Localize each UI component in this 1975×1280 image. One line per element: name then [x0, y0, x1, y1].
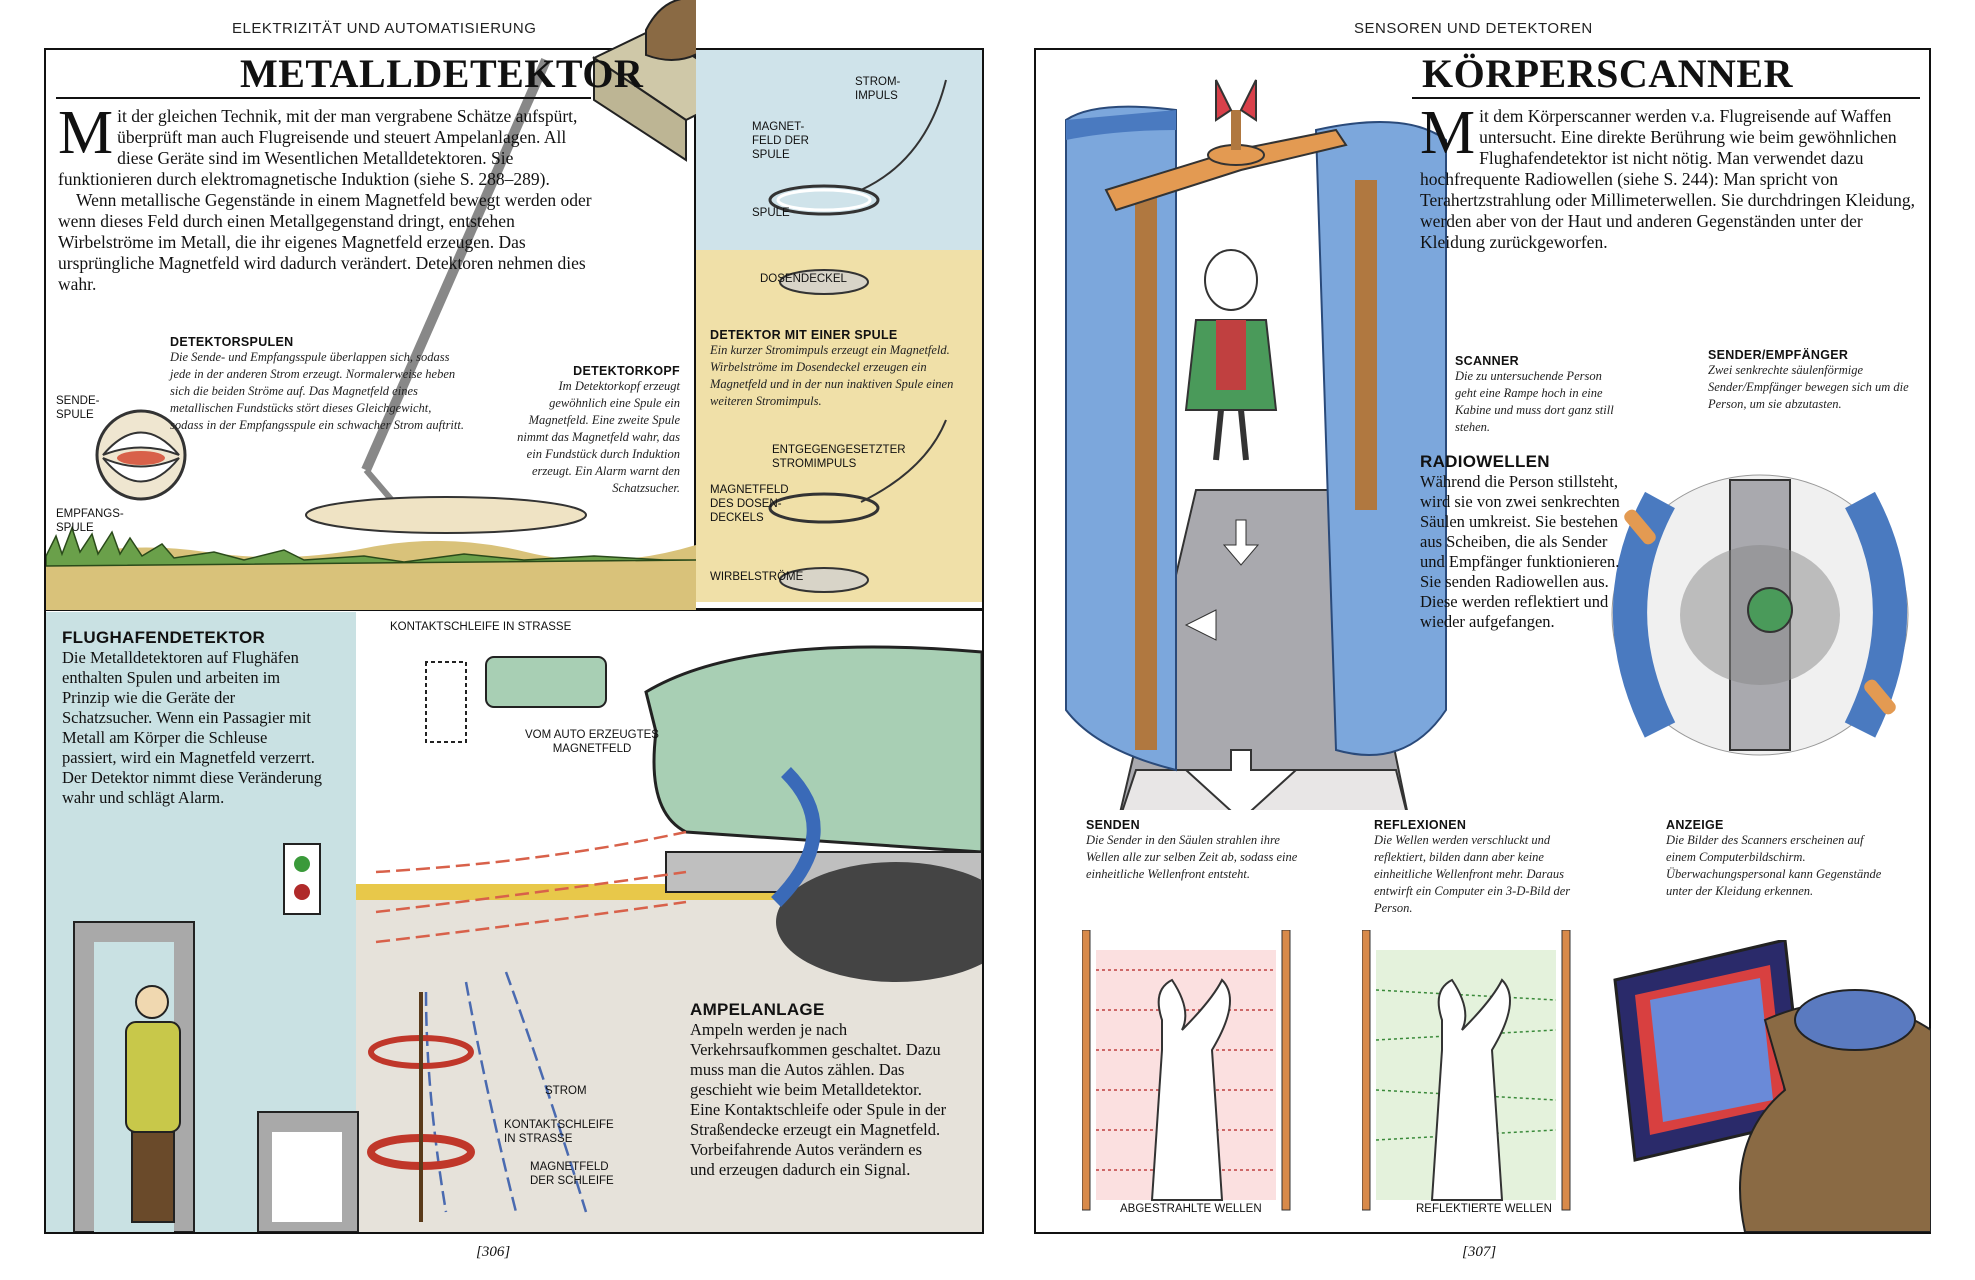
ampel-heading: AMPELANLAGE: [690, 1000, 825, 1019]
label-abgestrahlte: ABGESTRAHLTE WELLEN: [1120, 1203, 1262, 1215]
reflexionen-heading: REFLEXIONEN: [1374, 818, 1467, 832]
detektorspulen-text: Die Sende- und Empfangsspule überlappen …: [170, 350, 464, 432]
left-divider-vertical: [694, 50, 696, 610]
label-magnetfeld-dose: MAGNETFELD DES DOSEN-DECKELS: [710, 484, 789, 524]
radiowellen-heading: RADIOWELLEN: [1420, 452, 1550, 471]
anzeige-illustration: [1613, 940, 1931, 1232]
flughafen-heading: FLUGHAFENDETEKTOR: [62, 628, 266, 647]
detektorkopf-heading: DETEKTORKOPF: [573, 364, 680, 378]
red-light: [294, 884, 310, 900]
operator-cap: [1794, 989, 1916, 1051]
detector-head: [305, 496, 587, 534]
page-number-right: [307]: [1462, 1244, 1497, 1260]
reflexionen-block: REFLEXIONEN Die Wellen werden verschluck…: [1374, 818, 1589, 917]
sand-background: [696, 250, 982, 602]
intro-right-text: it dem Körperscanner werden v.a. Flugrei…: [1420, 106, 1915, 252]
metal-detector-illustration: [46, 0, 696, 610]
anzeige-heading: ANZEIGE: [1666, 818, 1724, 832]
senden-illustration: [1082, 930, 1291, 1211]
ampel-block: AMPELANLAGE Ampeln werden je nach Verkeh…: [690, 1000, 950, 1180]
page-title-right: KÖRPERSCANNER: [1422, 51, 1793, 96]
running-head-left: ELEKTRIZITÄT UND AUTOMATISIERUNG: [232, 20, 537, 37]
detektorkopf-block: DETEKTORKOPF Im Detektorkopf erzeugt gew…: [502, 364, 680, 497]
left-page-frame: [44, 48, 984, 1234]
detektorspulen-heading: DETEKTORSPULEN: [170, 335, 294, 349]
label-magnetfeld-schleife: MAGNETFELD DER SCHLEIFE: [530, 1161, 614, 1187]
grass-shape: [46, 525, 696, 567]
rabbit-head: [1204, 249, 1258, 311]
right-page-frame: [1034, 48, 1931, 1234]
label-strom: STROM: [545, 1085, 587, 1097]
eine-spule-text: Ein kurzer Stromimpuls erzeugt ein Magne…: [710, 343, 954, 408]
scanner-column-right: [1314, 121, 1447, 756]
label-kontaktschleife2: KONTAKTSCHLEIFE IN STRASSE: [504, 1119, 614, 1145]
anzeige-text: Die Bilder des Scanners erscheinen auf e…: [1666, 833, 1882, 898]
rabbit-silhouette-2: [1430, 978, 1511, 1201]
flughafen-text: Die Metalldetektoren auf Flughäfen entha…: [62, 648, 322, 807]
label-reflektierte: REFLEKTIERTE WELLEN: [1416, 1203, 1552, 1215]
passenger-head: [135, 985, 169, 1019]
green-light: [294, 856, 310, 872]
dropcap-right: M: [1420, 99, 1476, 167]
scanner-heading: SCANNER: [1455, 354, 1519, 368]
label-empfangsspule: EMPFANGS-SPULE: [56, 508, 124, 534]
car-shape: [644, 645, 982, 854]
intro-left-p2: Wenn metallische Gegenstände in einem Ma…: [58, 190, 592, 294]
flughafen-block: FLUGHAFENDETEKTOR Die Metalldetektoren a…: [62, 628, 322, 808]
detector-pole: [361, 57, 551, 473]
scanner-text: Die zu untersuchende Person geht eine Ra…: [1455, 369, 1614, 434]
label-dosendeckel: DOSENDECKEL: [760, 273, 847, 285]
reflexionen-illustration: [1362, 930, 1571, 1211]
dropcap-left: M: [58, 99, 114, 167]
eine-spule-block: DETEKTOR MIT EINER SPULE Ein kurzer Stro…: [710, 328, 975, 410]
intro-left-p1: it der gleichen Technik, mit der man ver…: [58, 106, 578, 189]
reflexionen-text: Die Wellen werden verschluckt und reflek…: [1374, 833, 1571, 915]
label-magnetfeld-spule: MAGNET-FELD DER SPULE: [752, 121, 809, 161]
scanner-arc-right: [1844, 491, 1907, 738]
airport-traffic-illustration: [73, 645, 982, 1232]
page-title-left: METALLDETEKTOR: [240, 51, 644, 96]
label-wirbelstroeme: WIRBELSTRÖME: [710, 571, 804, 583]
sender-block: SENDER/EMPFÄNGER Zwei senkrechte säulenf…: [1708, 348, 1918, 413]
label-spule: SPULE: [752, 207, 790, 219]
title-rule-left: [56, 97, 591, 99]
passenger-body: [125, 1021, 181, 1133]
ampel-text: Ampeln werden je nach Verkehrsaufkommen …: [690, 1020, 947, 1179]
rabbit-silhouette-1: [1150, 978, 1231, 1201]
radiowellen-block: RADIOWELLEN Während die Person stillsteh…: [1420, 452, 1630, 632]
scanner-top-view: [1611, 474, 1909, 756]
title-rule-right: [1412, 97, 1920, 99]
ground-shape: [46, 540, 696, 610]
senden-text: Die Sender in den Säulen strahlen ihre W…: [1086, 833, 1298, 881]
hand-shape: [645, 0, 696, 61]
label-vom-auto: VOM AUTO ERZEUGTES MAGNETFELD: [525, 729, 659, 755]
radiowellen-text: Während die Person stillsteht, wird sie …: [1420, 472, 1620, 631]
detektorkopf-text: Im Detektorkopf erzeugt gewöhnlich eine …: [517, 379, 680, 495]
running-head-right: SENSOREN UND DETEKTOREN: [1354, 20, 1593, 37]
car-wheel: [776, 862, 982, 982]
body-scanner-illustration: [1065, 79, 1447, 810]
page-number-left: [306]: [476, 1244, 511, 1260]
traffic-light: [283, 843, 321, 915]
label-sendespule: SENDE-SPULE: [56, 395, 100, 421]
senden-heading: SENDEN: [1086, 818, 1140, 832]
label-kontaktschleife: KONTAKTSCHLEIFE IN STRASSE: [390, 621, 572, 633]
label-entgegengesetzter: ENTGEGENGESETZTER STROMIMPULS: [772, 444, 906, 470]
scanner-block: SCANNER Die zu untersuchende Person geht…: [1455, 354, 1625, 436]
eine-spule-heading: DETEKTOR MIT EINER SPULE: [710, 328, 898, 342]
single-coil-illustration: [768, 79, 947, 593]
label-stromimpuls: STROM-IMPULS: [855, 76, 901, 102]
sender-heading: SENDER/EMPFÄNGER: [1708, 348, 1849, 362]
detektorspulen-block: DETEKTORSPULEN Die Sende- und Empfangssp…: [170, 335, 465, 434]
rabbit-top: [1747, 587, 1793, 633]
sender-text: Zwei senkrechte säulenförmige Sender/Emp…: [1708, 363, 1909, 411]
anzeige-block: ANZEIGE Die Bilder des Scanners erschein…: [1666, 818, 1891, 900]
senden-block: SENDEN Die Sender in den Säulen strahlen…: [1086, 818, 1301, 883]
